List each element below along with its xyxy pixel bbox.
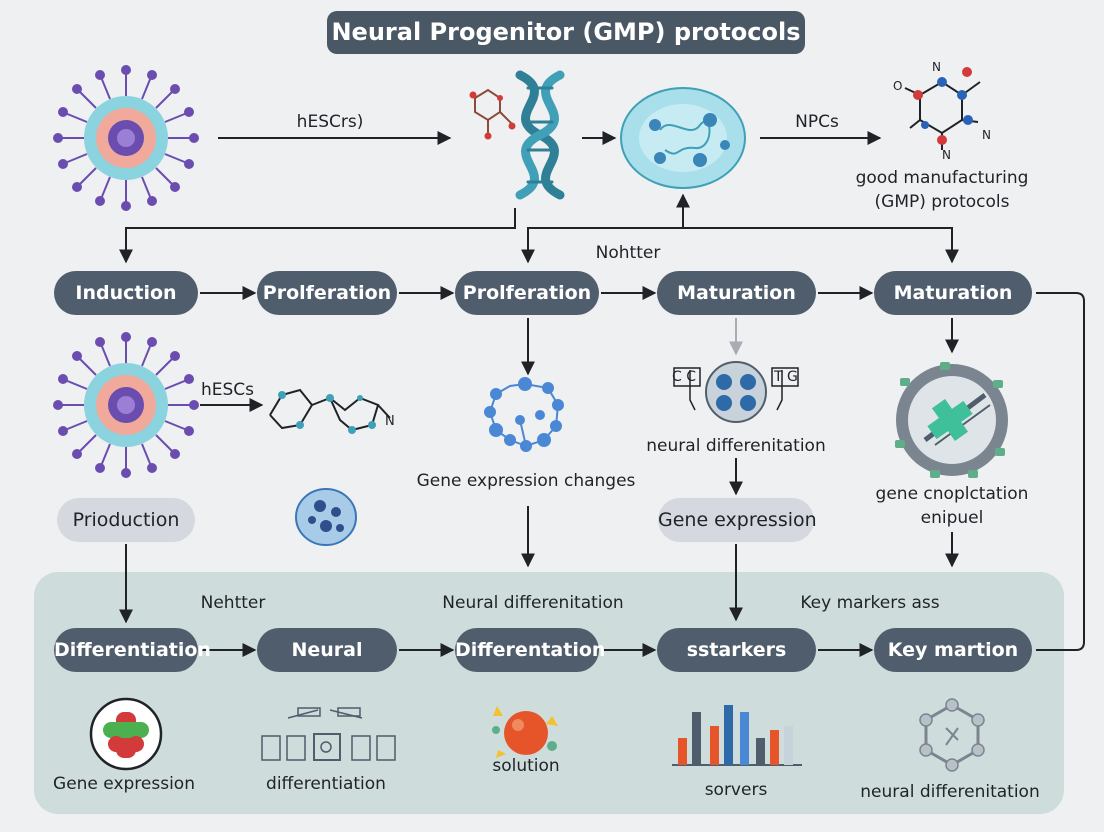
npcs-label: NPCs <box>795 112 839 132</box>
small-cell-icon <box>295 488 357 546</box>
network-ring-icon <box>484 377 564 452</box>
solution-burst-icon <box>492 706 558 758</box>
tag-left-label: C C <box>672 369 697 385</box>
hescrs-label: hESCrs) <box>296 112 364 132</box>
molecule-chain-n-label: N <box>385 414 395 429</box>
molecule-o-label: O <box>893 79 903 93</box>
bar-chart-icon <box>672 705 802 766</box>
key-markers-label: Key markers ass <box>800 593 940 613</box>
differentiation-apparatus-icon <box>261 707 396 761</box>
diagram-title: Neural Progenitor (GMP) protocols <box>327 11 805 54</box>
arrow-right-loop <box>1036 292 1085 651</box>
key-martion-node: Key martion <box>874 628 1032 672</box>
neural-node: Neural <box>257 628 397 672</box>
stem-cell-icon-2 <box>53 332 199 478</box>
neural-diff-icon-label: neural differenitation <box>860 782 1040 802</box>
gene-cnop-label-1: gene cnoplctation <box>875 484 1029 504</box>
gene-cross-icon <box>89 697 163 771</box>
induction-node: Induction <box>54 271 198 315</box>
bottom-panel <box>34 572 1064 814</box>
nehtter-label: Nehtter <box>200 593 266 613</box>
differentation-node: Differentation <box>455 628 605 672</box>
sstarkers-node: sstarkers <box>657 628 816 672</box>
arrow-npc-branch-right <box>683 227 959 264</box>
stem-cell-icon <box>53 65 199 211</box>
gear-cell-icon <box>895 362 1008 478</box>
differentiation-node: Differentiation <box>54 628 211 672</box>
hexagon-molecule-icon <box>919 698 985 772</box>
prioduction-node: Prioduction <box>57 498 195 542</box>
molecule-n-label-1: N <box>932 60 941 74</box>
molecule-n-label-3: N <box>942 148 951 162</box>
neural-differentiation-label: Neural differenitation <box>442 593 624 613</box>
arrow-helix-to-induction <box>119 208 516 264</box>
maturation-node-2: Maturation <box>874 271 1032 315</box>
differentiation-icon-label: differentiation <box>266 774 386 794</box>
petri-dish-icon <box>673 361 799 423</box>
gene-expression-icon-label: Gene expression <box>53 774 195 794</box>
maturation-node-1: Maturation <box>657 271 816 315</box>
proliferation-node-1: Prolferation <box>257 271 397 315</box>
dna-helix-icon <box>469 70 565 200</box>
sorvers-icon-label: sorvers <box>704 780 768 800</box>
neural-diff-label: neural differenitation <box>646 436 826 456</box>
molecule-n-label-2: N <box>982 128 991 142</box>
gene-changes-label: Gene expression changes <box>416 471 636 491</box>
gene-cnop-label-2: enipuel <box>920 508 984 528</box>
proliferation-node-2: Prolferation <box>455 271 599 315</box>
gene-expression-node: Gene expression <box>658 498 817 542</box>
npc-cell-icon <box>620 87 746 189</box>
nohtter-label: Nohtter <box>595 243 661 263</box>
hescs-label: hESCs <box>201 380 255 400</box>
gmp-label-line1: good manufacturing <box>855 168 1029 188</box>
tag-right-label: T G <box>774 369 798 385</box>
arrow-npc-branch-left <box>521 227 683 264</box>
gmp-label-line2: (GMP) protocols <box>874 192 1010 212</box>
solution-icon-label: solution <box>492 756 560 776</box>
